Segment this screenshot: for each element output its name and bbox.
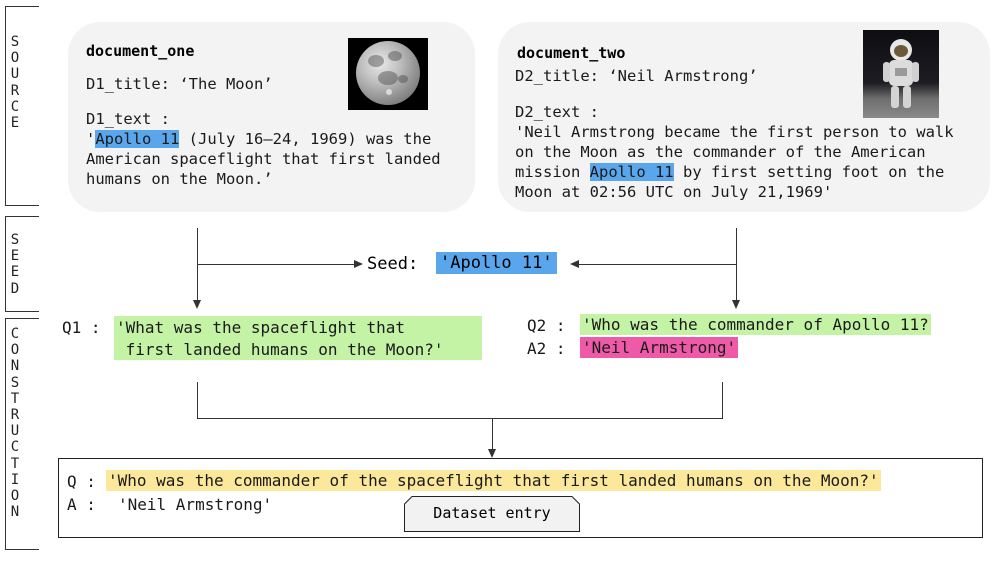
connector-doc-one-down xyxy=(197,228,198,302)
source-bracket xyxy=(5,6,39,206)
connector-q1-down xyxy=(197,382,198,419)
connector-doc-one-to-seed xyxy=(197,264,357,265)
section-label-letter: E xyxy=(10,264,20,281)
entry-q-label: Q : xyxy=(67,472,96,491)
section-label-letter: S xyxy=(10,34,20,50)
dataset-entry-tab xyxy=(404,496,580,532)
document-one-text-line-3: humans on the Moon.’ xyxy=(86,170,273,188)
q2-text: 'Who was the commander of Apollo 11? xyxy=(580,314,931,335)
section-label-letter: O xyxy=(10,50,20,67)
connector-merge xyxy=(197,418,722,419)
entry-a-text: 'Neil Armstrong' xyxy=(118,495,273,514)
section-label-letter: D xyxy=(10,280,20,297)
q1-text-line-2: first landed humans on the Moon?' xyxy=(116,340,444,359)
section-label-letter: T xyxy=(10,390,20,407)
connector-q2-down xyxy=(722,382,723,419)
section-label-letter: N xyxy=(10,504,20,521)
connector-doc-two-to-seed xyxy=(578,264,736,265)
entry-a-label: A : xyxy=(67,495,96,514)
q1-text xyxy=(114,316,482,360)
section-label-letter: S xyxy=(10,374,20,391)
section-label-letter: O xyxy=(10,488,20,505)
document-two-title: D2_title: ‘Neil Armstrong’ xyxy=(515,67,758,85)
arrow-down-icon xyxy=(732,300,740,309)
section-label-letter: C xyxy=(10,98,20,115)
astronaut-photo xyxy=(863,30,939,118)
document-two-seed-highlight: Apollo 11 xyxy=(589,163,674,181)
seed-label: Seed: xyxy=(367,254,419,274)
document-one-title: D1_title: ‘The Moon’ xyxy=(86,75,273,93)
section-label-letter: N xyxy=(10,358,20,375)
section-label-letter: R xyxy=(10,407,20,424)
a2-text: 'Neil Armstrong' xyxy=(580,337,739,358)
connector-doc-two-down xyxy=(736,228,737,302)
document-two-text-line-3: mission Apollo 11 by first setting foot … xyxy=(515,163,945,181)
section-label-letter: E xyxy=(10,115,20,132)
arrow-down-icon xyxy=(193,300,201,309)
section-label-letter: I xyxy=(10,471,20,488)
section-label-letter: T xyxy=(10,455,20,472)
document-one-text-line-2: American spaceflight that first landed xyxy=(86,150,441,168)
astronaut-figure-icon xyxy=(883,39,919,108)
section-label-letter: U xyxy=(10,66,20,83)
q2-label: Q2 : xyxy=(527,316,566,335)
arrow-left-icon xyxy=(570,260,579,268)
section-label-letter: S xyxy=(10,232,20,248)
arrow-right-icon xyxy=(354,260,363,268)
document-one-text-label: D1_text : xyxy=(86,110,170,128)
section-label-letter: E xyxy=(10,248,20,265)
entry-q-text: 'Who was the commander of the spacefligh… xyxy=(106,470,881,491)
q1-text-line-1: 'What was the spaceflight that xyxy=(116,318,405,337)
section-label-letter: C xyxy=(10,439,20,456)
document-one-seed-highlight: Apollo 11 xyxy=(95,130,180,148)
arrow-down-icon xyxy=(488,449,496,458)
document-two-text-line-1: 'Neil Armstrong became the first person … xyxy=(515,123,954,141)
document-two-text-line-4: Moon at 02:56 UTC on July 21,1969' xyxy=(515,183,833,201)
moon-photo xyxy=(348,38,428,110)
document-one-text-line-1: 'Apollo 11 (July 16–24, 1969) was the xyxy=(86,130,432,148)
section-label-letter: U xyxy=(10,423,20,440)
construction-bracket xyxy=(5,318,39,550)
a2-label: A2 : xyxy=(527,339,566,358)
q1-label: Q1 : xyxy=(62,318,101,337)
connector-to-entry xyxy=(492,418,493,452)
document-one-name: document_one xyxy=(86,42,195,60)
document-two-name: document_two xyxy=(517,44,626,62)
document-two-text-line-2: on the Moon as the commander of the Amer… xyxy=(515,143,926,161)
seed-value: 'Apollo 11' xyxy=(436,252,557,274)
section-label-letter: R xyxy=(10,82,20,99)
dataset-entry-tab-label: Dataset entry xyxy=(433,504,551,522)
document-two-text-label: D2_text : xyxy=(515,103,599,121)
section-label-letter: O xyxy=(10,342,20,359)
section-label-letter: C xyxy=(10,326,20,342)
seed-bracket xyxy=(5,216,39,312)
